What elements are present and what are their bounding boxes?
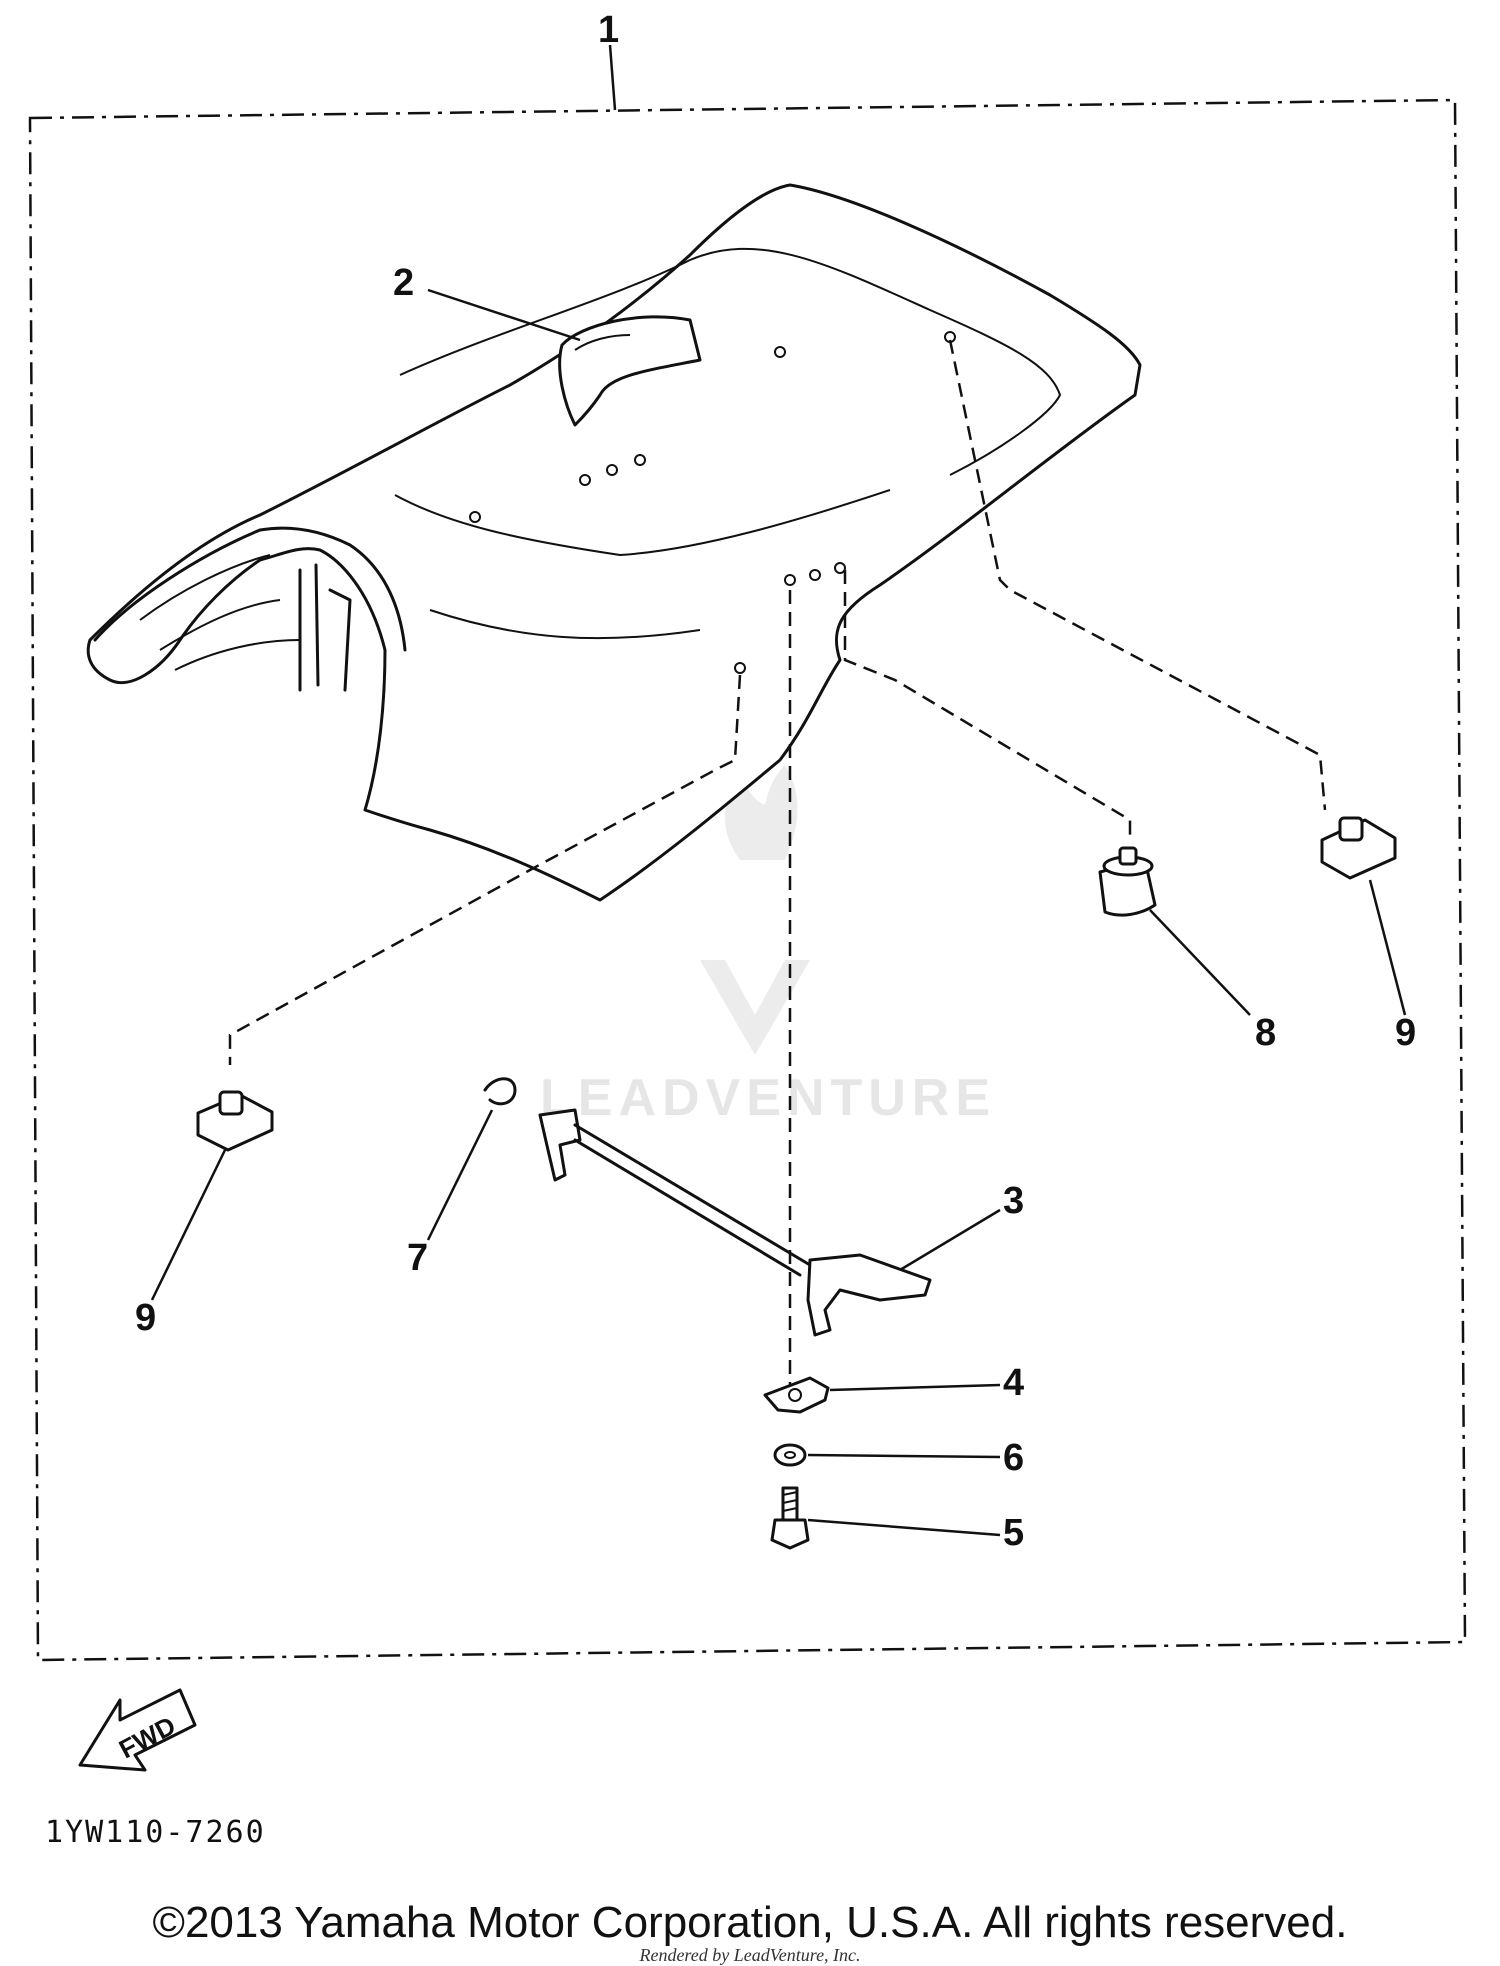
clip-nut-right: [1320, 816, 1397, 880]
callout-6: 6: [1003, 1437, 1024, 1479]
callout-8: 8: [1255, 1012, 1276, 1054]
fwd-arrow-icon: FWD: [78, 1688, 197, 1772]
callout-4: 4: [1003, 1362, 1024, 1404]
damper: [1098, 846, 1157, 917]
bracket: [763, 1376, 830, 1414]
spring-clip: [483, 1077, 517, 1106]
rendered-by-note: Rendered by LeadVenture, Inc.: [639, 1945, 861, 1965]
watermark: LEADVENTURE: [540, 765, 996, 1127]
reference-code: 1YW110-7260: [45, 1815, 266, 1850]
seat-lock: [538, 1108, 932, 1337]
callout-5: 5: [1003, 1512, 1024, 1554]
bolt: [770, 1486, 810, 1550]
callout-1: 1: [598, 9, 619, 51]
clip-nut-left: [196, 1090, 274, 1152]
copyright-notice: ©2013 Yamaha Motor Corporation, U.S.A. A…: [152, 1898, 1348, 1947]
mount-holes: [469, 331, 956, 674]
watermark-text: LEADVENTURE: [540, 1069, 996, 1127]
callout-3: 3: [1003, 1180, 1024, 1222]
callout-9-right: 9: [1395, 1012, 1416, 1054]
callout-2: 2: [393, 262, 414, 304]
callout-7: 7: [407, 1237, 428, 1279]
washer: [773, 1443, 807, 1467]
seat-strap: [558, 315, 702, 427]
callout-numbers: 1 2 3 4 5 6 7 8 9 9: [135, 9, 1416, 1554]
seat-drawing: [86, 183, 1142, 902]
assembly-lines: [228, 339, 1327, 1390]
callout-9-left: 9: [135, 1297, 156, 1339]
callout-leaders: [150, 44, 1407, 1537]
